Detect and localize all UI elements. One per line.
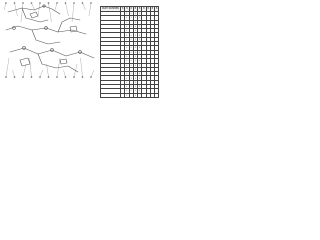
callout-marker [22, 2, 24, 4]
applicability-cell [153, 92, 160, 98]
callout-leader [3, 2, 7, 11]
table-row: •••• [100, 62, 160, 68]
callout-marker [30, 2, 33, 4]
callout-marker [90, 2, 92, 4]
table-row: •• [100, 92, 160, 98]
connector-lower [59, 58, 68, 65]
callout-leader [48, 2, 52, 23]
callout-marker [47, 2, 50, 4]
harness-upper-left [7, 5, 61, 15]
callout-leader [29, 57, 32, 78]
callout-leader [73, 63, 78, 78]
table-body: ••••••••••••••••••••••••••••••••••••••••… [100, 10, 160, 98]
callout-leader [39, 69, 44, 78]
harness-middle-branch-a [31, 29, 61, 45]
callout-marker [47, 76, 50, 78]
clip [78, 50, 82, 54]
callout-marker [56, 2, 58, 4]
callout-marker [5, 76, 7, 78]
callout-leader [54, 2, 58, 11]
callout-leader [37, 2, 41, 17]
callout-leader [46, 63, 49, 78]
callout-marker [64, 76, 67, 78]
harness-lower-branch [37, 53, 79, 73]
callout-marker [64, 2, 67, 4]
callout-marker [56, 76, 58, 78]
part-number-cell [100, 92, 121, 98]
callout-leader [31, 2, 35, 11]
callout-leader [20, 2, 24, 23]
clip [44, 26, 48, 30]
callout-marker [81, 76, 84, 78]
callout-marker [73, 2, 75, 4]
callout-leader [22, 63, 27, 78]
harness-middle-branch-b [57, 17, 81, 33]
clip [12, 26, 16, 30]
table-row: •••• [100, 10, 160, 17]
callout-leader [82, 2, 86, 11]
clip [50, 48, 54, 52]
connector-middle [69, 25, 78, 33]
callout-leader [65, 2, 69, 17]
callout-marker [13, 76, 16, 78]
harness-lower [9, 47, 95, 59]
callout-leader [80, 57, 83, 78]
clip [22, 46, 26, 50]
table-row: •••• [100, 71, 160, 77]
callout-leader [5, 57, 10, 78]
callout-leader [90, 69, 95, 78]
bracket-lower [19, 57, 31, 67]
callout-leader [63, 69, 66, 78]
callout-marker [81, 2, 84, 4]
callout-marker [39, 2, 41, 4]
callout-marker [73, 76, 75, 78]
callout-leader [12, 69, 15, 78]
harness-upper-branch [21, 7, 49, 23]
callout-marker [5, 2, 7, 4]
clip [42, 4, 46, 8]
harness-middle [5, 25, 87, 35]
callout-marker [30, 76, 33, 78]
callout-marker [13, 2, 16, 4]
bracket-upper [29, 11, 39, 19]
callout-lines [3, 2, 95, 78]
harness-drawing [5, 4, 95, 73]
callout-marker [90, 76, 92, 78]
callout-leader [14, 2, 18, 17]
callout-leader [56, 57, 61, 78]
callout-leader [88, 2, 92, 17]
parts-diagram [3, 2, 95, 78]
callout-marker [39, 76, 41, 78]
callout-marker [22, 76, 24, 78]
callout-leader [71, 2, 75, 23]
